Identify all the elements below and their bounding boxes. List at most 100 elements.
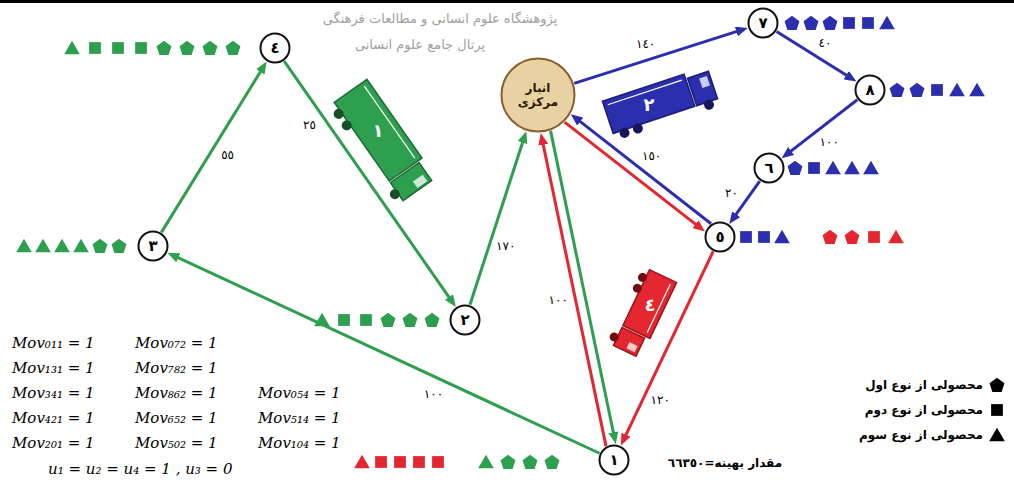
product-symbol <box>16 239 32 252</box>
product-group <box>785 16 895 30</box>
legend-shape <box>989 428 1005 441</box>
product-symbol <box>890 83 905 97</box>
product-symbol <box>879 16 895 29</box>
truck-illustration <box>607 266 677 358</box>
variable-value: Mov₅₁₄ = 1 <box>258 409 341 427</box>
product-symbol <box>862 17 874 29</box>
vehicle-number: ٢ <box>644 94 655 115</box>
customer-node: ٦ <box>753 152 785 184</box>
product-symbol <box>501 455 516 469</box>
distance-label: ٢٥ <box>301 118 318 132</box>
product-group <box>64 41 240 55</box>
product-symbol <box>203 41 218 55</box>
legend-row: محصولی از نوع سوم <box>790 423 1005 447</box>
product-symbol <box>360 314 372 326</box>
variable-value: Mov₃₄₁ = 1 <box>12 384 95 402</box>
truck-wheel <box>608 331 620 343</box>
product-symbol <box>135 42 147 54</box>
product-group <box>823 230 904 244</box>
node-outline <box>600 446 629 475</box>
truck-wheel <box>332 107 346 121</box>
node-outline <box>755 154 784 183</box>
legend-text: محصولی از نوع سوم <box>859 428 983 442</box>
node-label: ٨ <box>865 83 874 98</box>
variable-value: Mov₁₃₁ = 1 <box>12 359 95 377</box>
product-symbol <box>863 161 879 174</box>
watermark: پژوهشگاه علوم انسانی و مطالعات فرهنگی <box>323 11 558 26</box>
distance-label: ٢٠ <box>723 186 740 200</box>
route-arrow <box>161 68 262 232</box>
product-symbol <box>403 313 418 327</box>
route-arrow <box>577 119 711 224</box>
distance-label: ١٧٠ <box>494 239 517 253</box>
truck-illustration <box>602 67 720 142</box>
product-symbol <box>157 41 172 55</box>
product-symbol <box>89 42 101 54</box>
product-symbol <box>73 239 89 252</box>
route-arrow <box>574 30 740 83</box>
route-arrow <box>551 131 615 436</box>
variable-value: Mov₀₁₁ = 1 <box>12 334 95 352</box>
customer-node: ٧ <box>747 7 779 39</box>
product-symbol <box>888 230 904 243</box>
product-symbol <box>54 239 70 252</box>
top-rule <box>0 0 1014 3</box>
node-outline <box>706 223 735 252</box>
product-group <box>354 455 444 468</box>
product-group <box>478 455 559 469</box>
product-symbol <box>843 17 855 29</box>
truck-cab <box>688 71 718 105</box>
route-arrow <box>565 122 699 227</box>
product-symbol <box>740 231 752 243</box>
product-symbol <box>64 41 80 54</box>
distance-label: ٤٠ <box>817 36 834 50</box>
node-outline <box>749 9 778 38</box>
product-symbol <box>931 84 943 96</box>
node-label: ١ <box>609 453 618 468</box>
product-symbol <box>785 16 800 30</box>
variable-value: Mov₀₇₂ = 1 <box>135 334 218 352</box>
truck-trailer <box>623 270 677 339</box>
distance-label: ١٥٠ <box>640 149 663 163</box>
product-symbol <box>823 16 838 30</box>
node-label: انبار مرکزی <box>511 81 565 110</box>
legend-symbol <box>989 427 1005 443</box>
product-symbol <box>808 162 820 174</box>
route-arrow <box>175 256 600 453</box>
node-label: ٦ <box>764 161 773 176</box>
distance-label: ١٤٠ <box>634 37 657 51</box>
node-label: ٧ <box>758 16 767 31</box>
node-label: ٣ <box>148 239 157 254</box>
legend-text: محصولی از نوع دوم <box>865 403 983 417</box>
product-group <box>16 239 126 253</box>
product-symbol <box>844 161 860 174</box>
truck-window <box>413 175 427 188</box>
distance-label: ١٠٠ <box>818 135 841 149</box>
watermark: پرتال جامع علوم انسانی <box>355 37 485 52</box>
product-symbol <box>432 456 444 468</box>
truck-illustration <box>328 79 436 205</box>
product-symbol <box>969 83 985 96</box>
product-symbol <box>112 42 124 54</box>
variable-value: Mov₇₈₂ = 1 <box>135 359 218 377</box>
product-symbol <box>338 314 350 326</box>
product-symbol <box>35 239 51 252</box>
variable-value: Mov₀₅₄ = 1 <box>258 384 341 402</box>
product-symbol <box>774 230 790 243</box>
product-symbol <box>910 83 925 97</box>
distance-label: ٥٥ <box>219 148 236 162</box>
product-symbol <box>413 456 425 468</box>
product-symbol <box>949 83 965 96</box>
product-symbol <box>804 16 819 30</box>
product-symbol <box>93 239 108 253</box>
product-symbol <box>523 455 538 469</box>
customer-node: ٥ <box>704 221 736 253</box>
customer-node: ٢ <box>449 304 481 336</box>
distance-label: ١٠٠ <box>547 293 570 307</box>
product-symbol <box>758 231 770 243</box>
customer-node: ٨ <box>854 74 886 106</box>
objective-value: مقدار بهینه=٦٦٣٥٠ <box>668 456 782 470</box>
route-arrow <box>284 61 451 300</box>
route-arrow <box>624 251 713 438</box>
